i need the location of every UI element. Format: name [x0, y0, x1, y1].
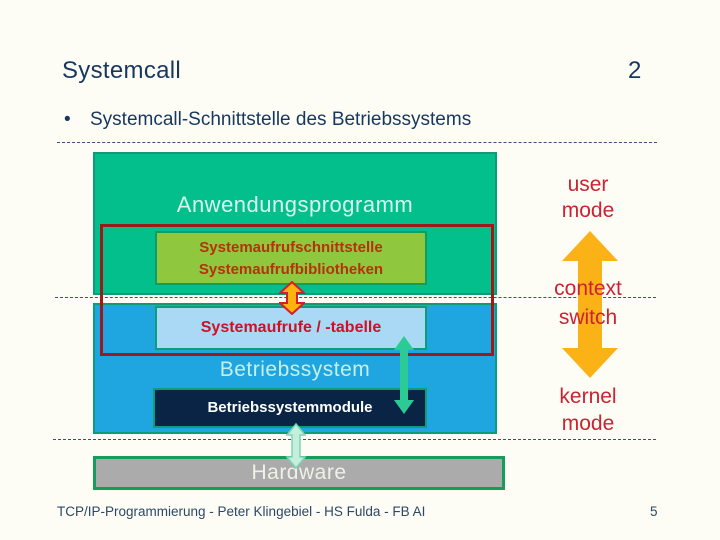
- syscall-interface-line1: Systemaufrufschnittstelle: [199, 239, 383, 256]
- divider-user-kernel-dashed: [55, 297, 656, 298]
- context-switch-arrow-icon: [562, 231, 618, 378]
- modules-to-hardware-arrow-icon: [286, 423, 306, 469]
- slide-title-number: 2: [628, 57, 642, 84]
- os-label: Betriebssystem: [219, 358, 371, 381]
- os-modules-box: Betriebssystemmodule: [153, 388, 427, 428]
- bullet-marker: •: [64, 109, 71, 130]
- divider-kernel-hardware-dashed: [53, 439, 656, 440]
- bullet-heading: Systemcall-Schnittstelle des Betriebssys…: [90, 109, 472, 130]
- syscall-interface-line2: Systemaufrufbibliotheken: [198, 261, 384, 278]
- application-label: Anwendungsprogramm: [176, 192, 414, 217]
- footer-page-number: 5: [650, 504, 658, 519]
- kernel-mode-label: kernel mode: [559, 385, 617, 435]
- syscall-boundary-outline: [100, 224, 494, 356]
- footer-credit: TCP/IP-Programmierung - Peter Klingebiel…: [57, 504, 426, 519]
- syscall-double-arrow-icon: [279, 281, 305, 315]
- divider-heading-dashed: [57, 142, 657, 143]
- table-to-modules-arrow-icon: [394, 336, 414, 414]
- user-mode-label: user mode: [561, 173, 615, 222]
- context-switch-label: context switch: [554, 277, 622, 329]
- slide-title: Systemcall: [62, 57, 182, 84]
- syscall-interface-box: Systemaufrufschnittstelle Systemaufrufbi…: [155, 231, 427, 285]
